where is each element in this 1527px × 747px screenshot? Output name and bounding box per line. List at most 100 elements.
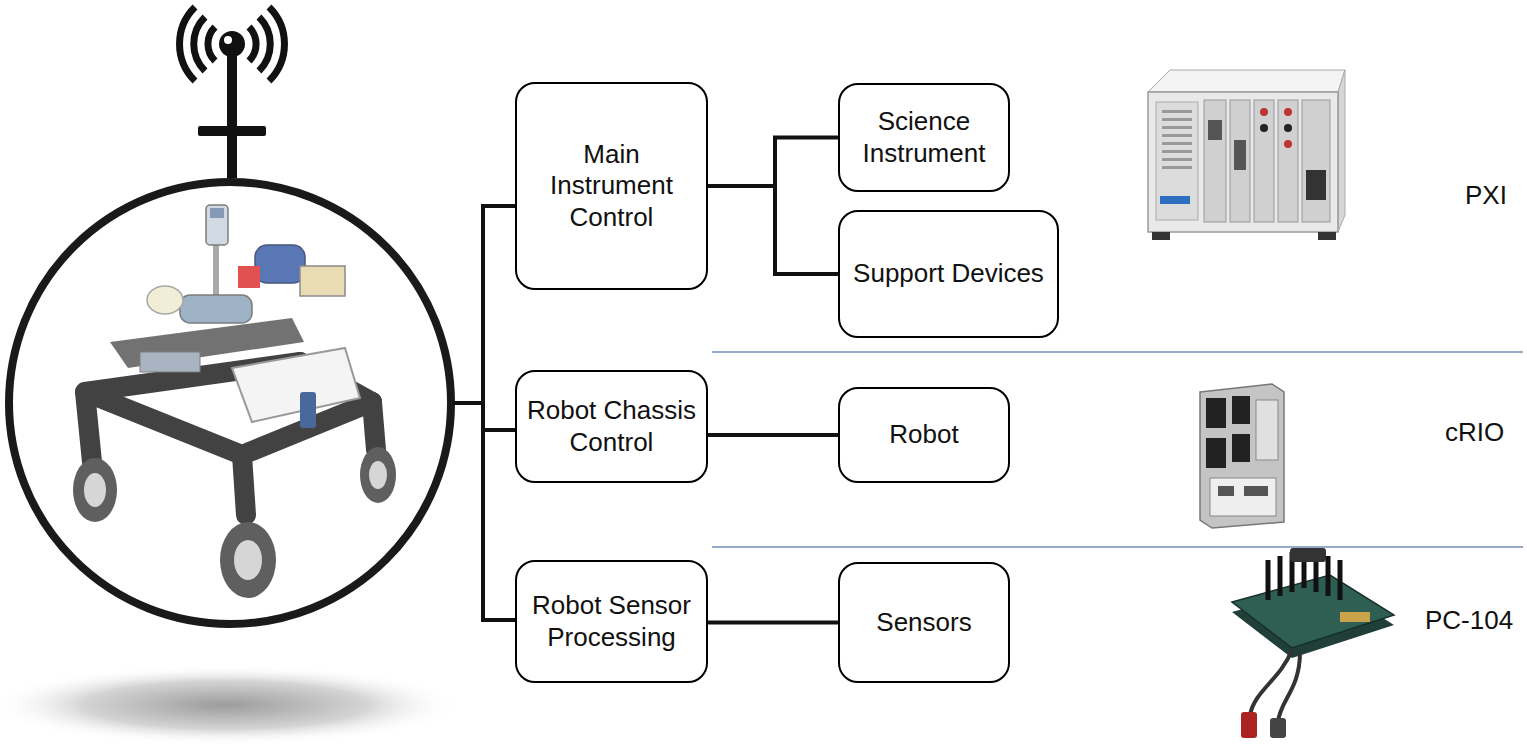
- pxi-chassis-picture: [1148, 70, 1345, 92]
- pxi-chassis-picture: [1234, 140, 1246, 170]
- box-text: Robot Chassis Control: [523, 395, 700, 457]
- process-box: Main Instrument Control: [515, 82, 708, 290]
- rover-illustration: [85, 392, 92, 462]
- pxi-chassis-picture: [1254, 100, 1274, 222]
- connector-line: [708, 621, 838, 625]
- rover-illustration: [255, 245, 305, 283]
- pxi-chassis-picture: [1284, 140, 1292, 148]
- pxi-chassis-picture: [1162, 150, 1192, 153]
- pc104-board-picture: [1250, 650, 1292, 715]
- antenna-icon: [180, 7, 195, 81]
- row-separator: [712, 546, 1523, 548]
- rover-illustration: [73, 458, 117, 522]
- pc104-board-picture: [1290, 548, 1326, 562]
- antenna-icon: [219, 31, 245, 57]
- process-box: Science Instrument: [838, 83, 1010, 192]
- crio-controller-picture: [1206, 438, 1226, 468]
- rover-bus-wires: [483, 204, 516, 208]
- connector-line: [708, 186, 838, 274]
- crio-controller-picture: [1218, 486, 1234, 496]
- process-box: Support Devices: [838, 210, 1059, 338]
- process-box: Sensors: [838, 562, 1010, 683]
- crio-controller-picture: [1232, 434, 1250, 462]
- box-text: Support Devices: [853, 258, 1044, 289]
- rover-illustration: [232, 348, 360, 422]
- rover-illustration: [220, 522, 276, 598]
- rover-illustration: [100, 398, 372, 455]
- rover-illustration: [84, 473, 106, 507]
- box-text: Sensors: [876, 607, 971, 638]
- antenna-icon: [249, 27, 256, 61]
- rover-bus-wires: [452, 204, 516, 622]
- pc104-board-picture: [1268, 548, 1340, 600]
- pxi-chassis-picture: [1148, 92, 1338, 232]
- crio-controller-picture: [1206, 398, 1226, 428]
- pxi-chassis-picture: [1278, 100, 1298, 222]
- rover-bus-wires: [481, 204, 485, 622]
- process-box: Robot Chassis Control: [515, 370, 708, 483]
- process-box: Robot Sensor Processing: [515, 560, 708, 683]
- pc104-board-picture: [1340, 612, 1370, 622]
- device-label: PC-104: [1425, 605, 1513, 636]
- antenna-icon: [180, 7, 285, 178]
- rover-illustration: [238, 266, 260, 288]
- connector-line: [708, 433, 838, 437]
- pc104-board-picture: [1241, 712, 1257, 738]
- pxi-chassis-picture: [1162, 166, 1192, 169]
- pxi-chassis-picture: [1162, 110, 1192, 169]
- rover-shadow: [0, 665, 460, 745]
- pxi-chassis-picture: [1162, 134, 1192, 137]
- pxi-chassis-picture: [1284, 124, 1292, 132]
- pc104-board-picture: [1232, 575, 1394, 648]
- pxi-chassis-picture: [1156, 102, 1198, 220]
- pxi-chassis-picture: [1204, 100, 1226, 222]
- crio-controller-picture: [1200, 384, 1284, 528]
- rover-illustration: [242, 455, 246, 515]
- rover-illustration: [140, 352, 200, 372]
- pxi-chassis-picture: [1318, 232, 1336, 240]
- row-separator: [712, 351, 1523, 353]
- antenna-icon: [180, 7, 285, 81]
- rover-illustration: [206, 205, 228, 245]
- pxi-chassis-picture: [1302, 100, 1330, 222]
- crio-controller-picture: [1244, 486, 1268, 496]
- crio-controller-picture: [1200, 384, 1284, 528]
- pxi-chassis-picture: [1208, 120, 1222, 140]
- rover-illustration: [372, 402, 376, 450]
- row-separator: [712, 352, 1523, 547]
- rover-illustration: [300, 392, 316, 428]
- rover-illustration: [300, 266, 345, 296]
- crio-controller-picture: [1232, 396, 1250, 424]
- pc104-board-picture: [1232, 548, 1394, 738]
- pxi-chassis-picture: [1162, 110, 1192, 113]
- pc104-board-picture: [1266, 560, 1271, 600]
- rover-illustration: [147, 286, 183, 314]
- pxi-chassis-picture: [1260, 108, 1268, 116]
- box-text: Science Instrument: [846, 106, 1002, 168]
- rover-bus-wires: [483, 428, 516, 432]
- antenna-icon: [227, 56, 237, 128]
- antenna-icon: [269, 7, 284, 81]
- device-label: PXI: [1465, 180, 1507, 211]
- pc104-board-picture: [1338, 560, 1343, 600]
- pxi-chassis-picture: [1160, 196, 1190, 204]
- rover-bus-wires: [483, 618, 516, 622]
- box-text: Robot Sensor Processing: [523, 590, 700, 652]
- pxi-chassis-picture: [1284, 108, 1292, 116]
- pxi-chassis-picture: [1162, 126, 1192, 129]
- connector-line: [708, 138, 838, 187]
- crio-controller-picture: [1256, 400, 1278, 460]
- pxi-chassis-picture: [1230, 100, 1250, 222]
- antenna-icon: [227, 136, 237, 178]
- pxi-chassis-picture: [1162, 142, 1192, 145]
- pxi-chassis-picture: [1338, 70, 1345, 232]
- antenna-icon: [224, 36, 232, 44]
- pc104-board-picture: [1278, 652, 1300, 722]
- rover-illustration: [73, 205, 396, 598]
- rover-illustration: [180, 295, 252, 323]
- device-label: cRIO: [1445, 417, 1504, 448]
- rover-frame-circle: [9, 182, 451, 624]
- box-text: Robot: [889, 419, 958, 450]
